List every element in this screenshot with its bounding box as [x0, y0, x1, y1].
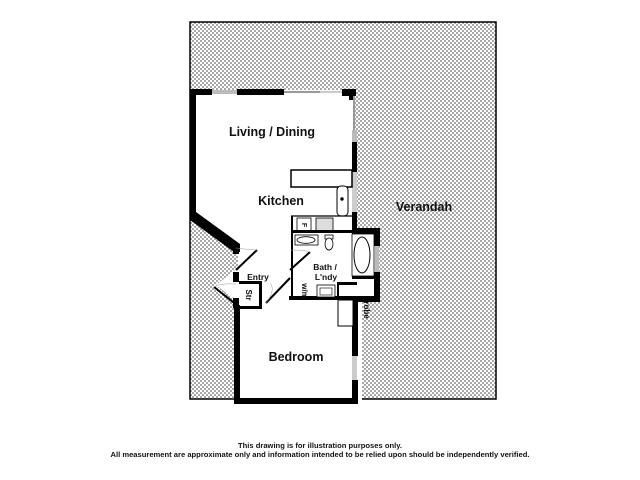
exterior-walls — [190, 89, 380, 404]
label-verandah: Verandah — [396, 200, 452, 214]
label-living-dining: Living / Dining — [229, 125, 315, 139]
label-laundry: L'ndy — [315, 272, 338, 282]
label-storage: Str — [244, 289, 253, 300]
label-kitchen: Kitchen — [258, 194, 304, 208]
disclaimer-line-2: All measurement are approximate only and… — [110, 450, 530, 459]
label-fridge: F — [300, 223, 307, 228]
room-labels: Living / Dining Kitchen Verandah Entry S… — [229, 125, 452, 364]
label-entry: Entry — [247, 272, 269, 282]
label-robe: robe — [362, 301, 371, 319]
interior-walls — [213, 169, 376, 327]
label-bedroom: Bedroom — [269, 350, 324, 364]
label-bath: Bath / — [313, 262, 337, 272]
disclaimer-line-1: This drawing is for illustration purpose… — [238, 441, 402, 450]
label-wm: w/m — [300, 282, 309, 299]
